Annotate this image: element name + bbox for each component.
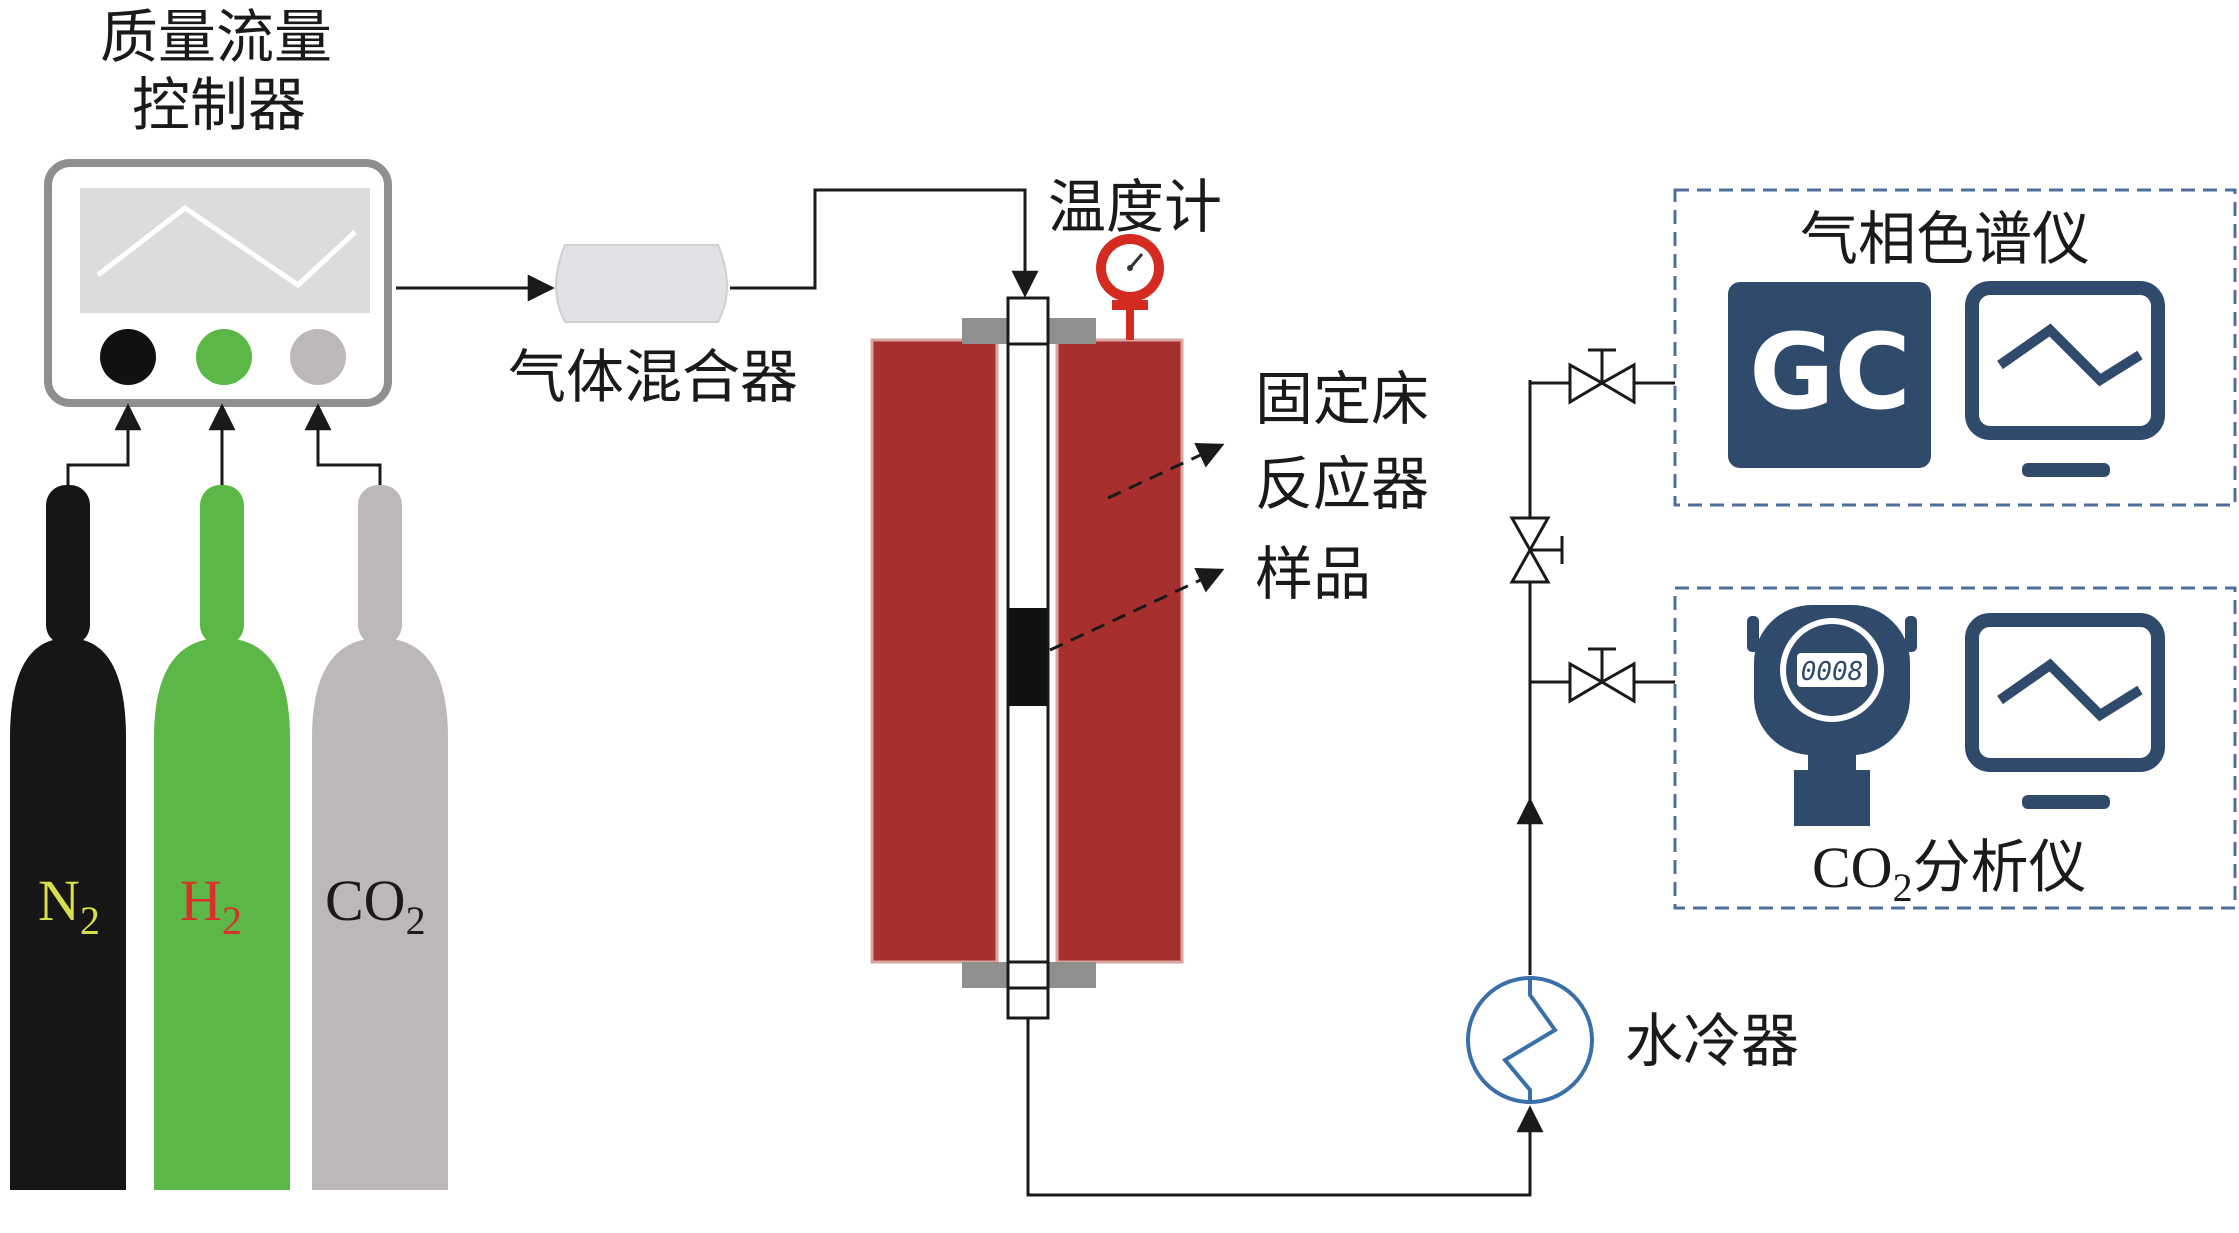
co2-base: CO — [325, 868, 406, 933]
co2-analyzer-prefix: CO — [1812, 835, 1893, 900]
gc-valve — [1568, 348, 1636, 405]
sample-label: 样品 — [1255, 540, 1372, 608]
bypass-valve — [1509, 516, 1564, 584]
h2-base: H — [180, 868, 222, 933]
h2-cylinder-label: H2 — [180, 872, 242, 941]
mfc-label-line1: 质量流量 — [100, 3, 333, 71]
catalyst-sample — [1009, 608, 1047, 706]
n2-base: N — [38, 868, 80, 933]
co2-analyzer-title: CO2分析仪 — [1812, 838, 2087, 908]
n2-sub: 2 — [79, 898, 100, 943]
mass-flow-controller — [44, 159, 392, 407]
gc-box — [1673, 188, 2237, 507]
gas-mixer — [555, 244, 728, 323]
co2-sub: 2 — [405, 898, 426, 943]
fixed-bed-reactor — [870, 296, 1184, 1020]
co2-knob — [290, 329, 346, 385]
feed-lines — [66, 403, 382, 485]
n2-cylinder — [10, 485, 126, 1190]
gc-logo-text: GC — [1749, 311, 1911, 433]
reactor-label-line1: 固定床 — [1255, 365, 1430, 433]
h2-cylinder — [154, 485, 290, 1190]
analyzer-display-readout: 0008 — [1801, 657, 1864, 687]
reactor-to-cooler-line — [1026, 1018, 1544, 1197]
gc-device: GC — [1728, 282, 1931, 468]
co2-cylinder-label: CO2 — [325, 872, 426, 941]
co2-analyzer-device: 0008 — [1747, 605, 1917, 826]
co2-monitor-icon — [1965, 613, 2165, 809]
h2-sub: 2 — [221, 898, 242, 943]
co2-analyzer-sub: 2 — [1892, 865, 1913, 910]
sample-pointer — [1049, 568, 1225, 652]
n2-cylinder-label: N2 — [38, 872, 100, 941]
gc-monitor-icon — [1965, 281, 2165, 477]
mixer-label: 气体混合器 — [508, 343, 799, 411]
thermometer-gauge — [1096, 234, 1164, 340]
cooler-label: 水冷器 — [1625, 1007, 1800, 1075]
mixer-to-reactor-line — [730, 188, 1039, 298]
reactor-label-line2: 反应器 — [1255, 450, 1430, 518]
gc-title: 气相色谱仪 — [1800, 205, 2091, 273]
water-cooler — [1466, 976, 1594, 1104]
mfc-label-line2: 控制器 — [132, 71, 307, 139]
co2-analyzer-suffix: 分析仪 — [1912, 833, 2087, 901]
reactor-pointer — [1107, 443, 1225, 500]
co2-cylinder — [312, 485, 448, 1190]
co2-analyzer-valve — [1568, 647, 1636, 704]
h2-knob — [196, 329, 252, 385]
thermometer-label: 温度计 — [1048, 173, 1223, 241]
n2-knob — [100, 329, 156, 385]
